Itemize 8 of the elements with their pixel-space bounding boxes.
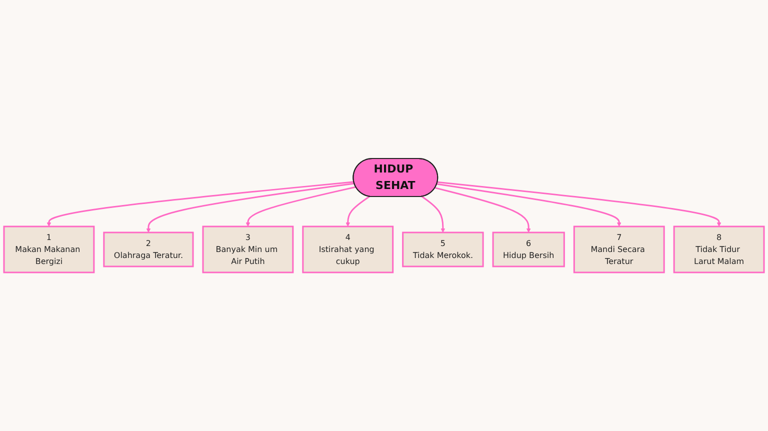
- arrow: [146, 182, 354, 233]
- arrow: [46, 181, 354, 227]
- arrow: [421, 196, 446, 233]
- arrow: [434, 187, 531, 233]
- arrow: [346, 196, 370, 227]
- arrow: [436, 183, 622, 227]
- arrow: [437, 181, 722, 227]
- arrow: [246, 186, 356, 227]
